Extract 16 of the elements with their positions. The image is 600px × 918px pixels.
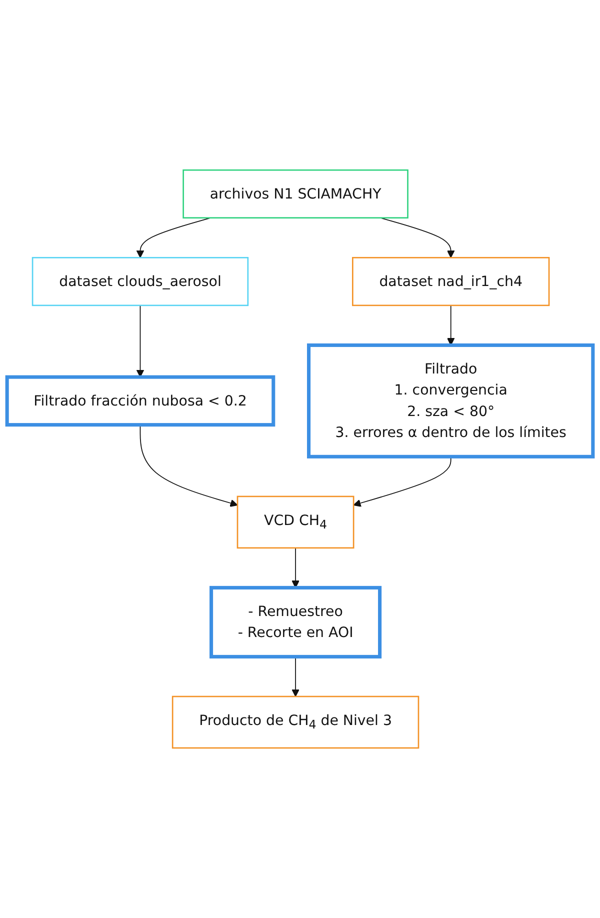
arrow: [380, 217, 455, 258]
node-box: archivos N1 SCIAMACHY: [182, 169, 408, 218]
node-box: Filtrado fracción nubosa < 0.2: [5, 375, 276, 427]
node-box: dataset nad_ir1_ch4: [352, 256, 550, 306]
arrow: [136, 217, 212, 258]
node-box: VCD CH$_{4}$: [236, 496, 354, 549]
arrow: [446, 304, 455, 346]
arrow: [353, 456, 452, 507]
node-box: Filtrado 1. convergencia 2. sza < 80° 3. errores α dentro de los límites: [307, 343, 595, 458]
arrow: [292, 547, 300, 588]
arrow: [292, 656, 300, 697]
node-box: - Remuestreo - Recorte en AOI: [210, 586, 382, 658]
arrow: [136, 304, 144, 378]
node-box: dataset clouds_aerosol: [32, 256, 249, 306]
arrow: [140, 424, 238, 507]
node-box: Producto de CH$_{4}$ de Nivel 3: [172, 696, 420, 749]
